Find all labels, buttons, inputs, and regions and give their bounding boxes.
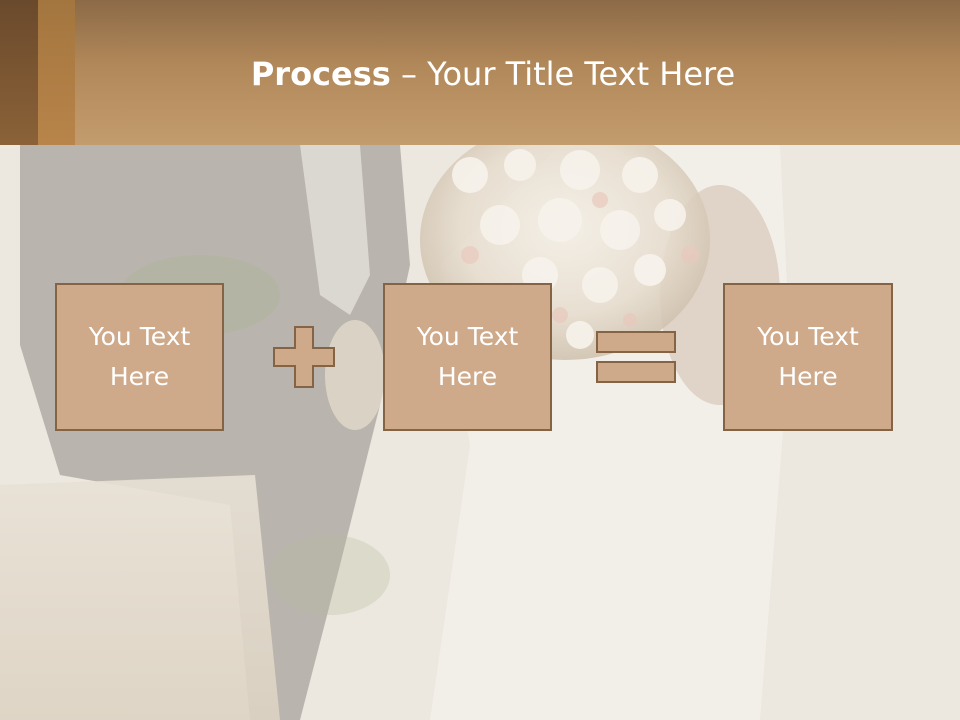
process-box-3-text: You Text Here bbox=[757, 322, 859, 391]
title-accent-dark bbox=[0, 0, 38, 145]
process-box-2-text: You Text Here bbox=[416, 322, 519, 391]
title-bold-part: Process bbox=[250, 55, 391, 93]
process-box-1-text: You Text Here bbox=[88, 322, 191, 391]
slide-title[interactable]: Process – Your Title Text Here bbox=[0, 52, 960, 96]
title-bar: Process – Your Title Text Here bbox=[0, 0, 960, 145]
process-box-3[interactable]: You Text Here bbox=[723, 283, 893, 431]
title-accent-light bbox=[38, 0, 75, 145]
equals-icon bbox=[596, 331, 678, 389]
title-rest-part: – Your Title Text Here bbox=[390, 55, 736, 93]
background-photo bbox=[0, 145, 960, 720]
process-box-1[interactable]: You Text Here bbox=[55, 283, 224, 431]
plus-icon bbox=[273, 326, 335, 392]
wedding-photo-illustration bbox=[0, 145, 960, 720]
process-box-2[interactable]: You Text Here bbox=[383, 283, 552, 431]
